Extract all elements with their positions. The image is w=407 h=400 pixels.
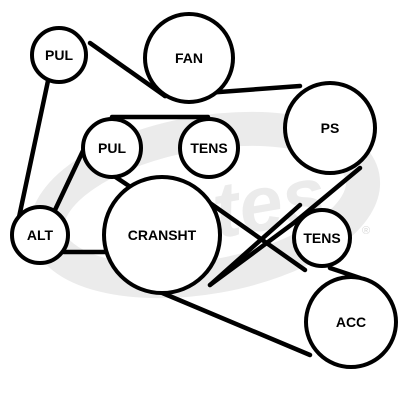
watermark-registered-mark: ® xyxy=(362,225,370,237)
pulley-label: PS xyxy=(321,120,340,136)
pulley-label: PUL xyxy=(98,140,126,156)
pulley-pul-mid: PUL xyxy=(81,117,143,179)
pulley-tens-top: TENS xyxy=(178,117,240,179)
belt-segment xyxy=(207,202,303,288)
pulley-fan: FAN xyxy=(143,12,235,104)
belt-segment xyxy=(87,40,168,99)
pulley-label: CRANSHT xyxy=(128,227,197,243)
pulley-label: TENS xyxy=(190,140,227,156)
pulley-label: ALT xyxy=(27,227,54,243)
belt-segment xyxy=(15,59,55,225)
pulley-label: ACC xyxy=(336,314,366,330)
pulley-ps: PS xyxy=(283,81,377,175)
pulley-cranksht: CRANSHT xyxy=(102,175,222,295)
belt-segment xyxy=(157,289,313,358)
pulley-tens-bottom: TENS xyxy=(292,208,352,268)
pulley-acc: ACC xyxy=(304,275,398,369)
pulley-label: FAN xyxy=(175,50,203,66)
pulley-label: TENS xyxy=(303,230,340,246)
pulley-pul-top: PUL xyxy=(30,26,88,84)
pulley-label: PUL xyxy=(45,47,73,63)
pulley-alt: ALT xyxy=(10,205,70,265)
